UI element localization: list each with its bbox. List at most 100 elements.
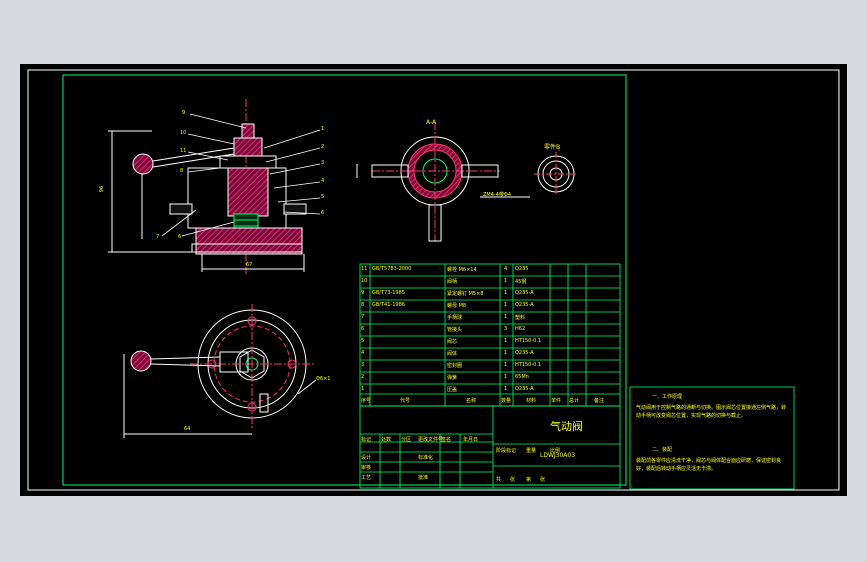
leader-label-l4: 8 xyxy=(180,168,184,174)
dim-bottom: 67 xyxy=(246,262,253,268)
leader-label-l3: 11 xyxy=(180,148,187,154)
outer-border xyxy=(27,69,840,491)
bom-cell-no: 10 xyxy=(361,278,368,284)
leader-label-r5: 5 xyxy=(321,194,325,200)
bom-cell-name: 手柄球 xyxy=(447,315,463,321)
sign-label-count: 处数 xyxy=(381,437,392,443)
leader-label-r2: 2 xyxy=(321,144,325,150)
sign-label-zone: 分区 xyxy=(401,437,412,443)
leader-label-r4: 4 xyxy=(321,178,325,184)
weight-label: 重量 xyxy=(526,448,537,454)
detail-b-label: 零件B xyxy=(544,144,561,151)
bom-cell-qty: 1 xyxy=(504,314,508,320)
drawing-title: 气动阀 xyxy=(550,420,583,433)
bom-cell-mat: Q235-A xyxy=(515,386,534,392)
aa-view-label: A-A xyxy=(426,119,437,126)
bom-cell-no: 9 xyxy=(361,290,365,296)
bom-cell-name: 螺母 M8 xyxy=(447,303,467,309)
leader-label-l6: 6 xyxy=(178,234,182,240)
bom-cell-mat: Q235-A xyxy=(515,290,534,296)
bom-cell-qty: 1 xyxy=(504,302,508,308)
scale-label: 比例 xyxy=(550,448,561,454)
bom-cell-mat: HT150-0.1 xyxy=(515,338,542,344)
hose-note: ZM4-4带Φ4 xyxy=(483,192,512,198)
bom-cell-qty: 1 xyxy=(504,386,508,392)
bom-cell-qty: 1 xyxy=(504,338,508,344)
bom-cell-no: 11 xyxy=(361,266,368,272)
bom-cell-qty: 1 xyxy=(504,290,508,296)
leader-label-l2: 10 xyxy=(180,130,187,136)
leader-label-r1: 1 xyxy=(321,126,325,132)
bom-cell-qty: 1 xyxy=(504,374,508,380)
section-aa-view xyxy=(356,122,530,244)
bom-cell-qty: 4 xyxy=(504,266,508,272)
bom-cell-std: GB/T5783-2000 xyxy=(372,266,412,272)
bom-cell-mat: Q235 xyxy=(515,266,529,272)
bom-cell-qty: 1 xyxy=(504,278,508,284)
bom-cell-no: 2 xyxy=(361,374,365,380)
bom-cell-name: 阀体 xyxy=(447,351,458,357)
bom-cell-name: 密封圈 xyxy=(447,363,463,369)
sign-row-review: 审核 xyxy=(361,465,372,471)
bom-header-total: 总计 xyxy=(569,398,580,404)
leader-label-l1: 9 xyxy=(182,110,186,116)
leader-label-r3: 3 xyxy=(321,160,325,166)
bom-cell-no: 1 xyxy=(361,386,365,392)
bom-header-remark: 备注 xyxy=(594,398,605,404)
bom-header-no: 序号 xyxy=(361,398,372,404)
notes-title-2: 二、装配 xyxy=(652,447,673,453)
dim-hose: Φ6×1 xyxy=(316,376,331,382)
bom-cell-mat: 塑料 xyxy=(515,315,526,321)
bom-cell-name: 管接头 xyxy=(447,327,463,333)
detail-b-view xyxy=(534,152,578,196)
bom-header-unit: 单件 xyxy=(551,398,562,404)
bom-cell-name: 阀柄 xyxy=(447,279,458,285)
notes-text-1: 气动阀用于控制气路的通断与切换。图示阀芯位置接通左侧气路，转动手柄可改变阀芯位置… xyxy=(636,405,787,419)
leaders-right xyxy=(263,129,321,215)
sheet-total-unit: 张 xyxy=(510,477,516,483)
leaders-left xyxy=(161,113,247,237)
bom-cell-mat: 65Mn xyxy=(515,374,529,380)
bom-cell-no: 6 xyxy=(361,326,365,332)
bom-cell-mat: H62 xyxy=(515,326,526,332)
bom-cell-name: 阀芯 xyxy=(447,339,458,345)
sheet-no-unit: 张 xyxy=(540,477,546,483)
front-section-view xyxy=(108,99,307,274)
bom-cell-no: 3 xyxy=(361,362,365,368)
sign-extra-std: 标准化 xyxy=(418,455,434,461)
sign-label-mark: 标记 xyxy=(361,437,372,443)
dim-width: 64 xyxy=(184,426,191,432)
bom-header-qty: 数量 xyxy=(501,398,512,404)
sign-label-sign: 签名 xyxy=(441,437,452,443)
notes-title-1: 一、工作原理 xyxy=(652,394,683,400)
bom-cell-mat: 45钢 xyxy=(515,279,527,285)
bom-cell-no: 7 xyxy=(361,314,365,320)
bom-cell-qty: 3 xyxy=(504,326,508,332)
bom-cell-name: 弹簧 xyxy=(447,375,458,381)
bom-cell-mat: Q235-A xyxy=(515,302,534,308)
bom-header-code: 代号 xyxy=(400,398,411,404)
dim-height: 96 xyxy=(99,185,106,193)
inner-border xyxy=(62,74,627,486)
bom-cell-std: GB/T73-1985 xyxy=(372,290,405,296)
bom-cell-name: 压盖 xyxy=(447,387,458,393)
bom-cell-mat: HT150-0.1 xyxy=(515,362,542,368)
sign-label-date: 年月日 xyxy=(463,437,479,443)
leader-label-r6: 6 xyxy=(321,210,325,216)
drawing-svg xyxy=(27,69,840,491)
bom-cell-qty: 1 xyxy=(504,350,508,356)
bom-header-name: 名称 xyxy=(466,398,477,404)
bom-cell-no: 4 xyxy=(361,350,365,356)
sign-row-design: 设计 xyxy=(361,455,372,461)
drawing-number: LDWJ30A03 xyxy=(540,452,576,459)
leader-label-l5: 7 xyxy=(156,234,160,240)
sheet-no-label: 第 xyxy=(526,477,532,483)
stage-label: 阶段标记 xyxy=(496,448,517,454)
bom-cell-name: 螺栓 M6×14 xyxy=(447,267,477,273)
bom-cell-no: 5 xyxy=(361,338,365,344)
notes-text-2: 装配前各零件应清洗干净，阀芯与阀体配合面应研磨，保证密封良好，装配后转动手柄应灵… xyxy=(636,458,782,472)
bom-table-grid xyxy=(359,263,621,489)
bom-cell-no: 8 xyxy=(361,302,365,308)
top-plan-view xyxy=(123,304,317,438)
sheet-total-label: 共 xyxy=(496,477,502,483)
